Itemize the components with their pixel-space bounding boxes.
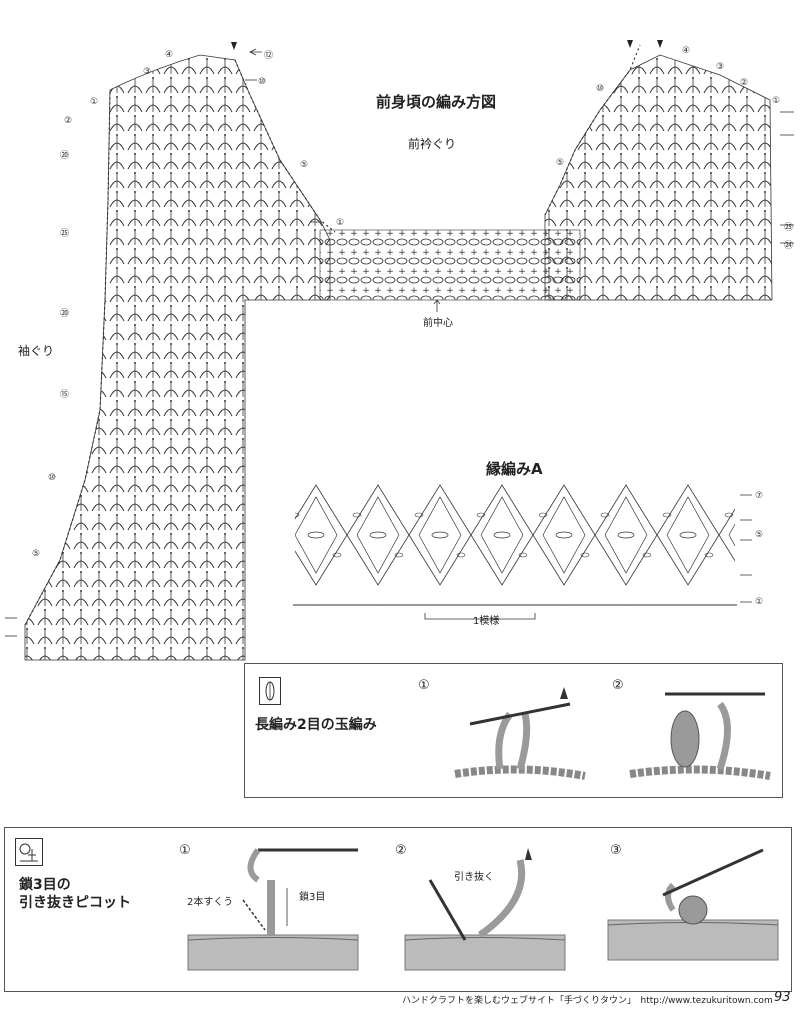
row-marker: ⑤ (755, 530, 764, 540)
edging-title: 縁編みA (486, 460, 543, 478)
row-marker: ⑳ (60, 309, 70, 319)
right-neck-edge (544, 44, 641, 216)
row-marker: ① (90, 97, 99, 107)
center-front-label: 前中心 (423, 318, 453, 329)
row-arrows (5, 48, 794, 637)
row-marker: ⑩ (258, 77, 267, 87)
step-number: ② (612, 678, 624, 693)
right-neck-marker-icon (627, 40, 663, 48)
row-marker: ① (336, 218, 345, 228)
page-number: 93 (774, 990, 791, 1005)
row-marker: ⑫ (264, 51, 274, 61)
repeat-label: 1模様 (473, 616, 500, 627)
right-piece-body (544, 54, 773, 301)
row-marker: ② (64, 116, 73, 126)
slip-label: 引き抜く (454, 872, 494, 883)
left-neck-edge (234, 59, 336, 233)
row-marker: ⑩ (48, 473, 57, 483)
row-marker: ⑮ (60, 390, 70, 400)
row-marker: ⑤ (32, 549, 41, 559)
chain3-label: 鎖3目 (299, 892, 326, 903)
armhole-label: 袖ぐり (18, 344, 55, 358)
front-body-title: 前身頃の編み方図 (376, 93, 497, 111)
picot-step1-illustration (187, 848, 359, 971)
step-number: ① (418, 678, 430, 693)
stitch-box-picot: 鎖3目の 引き抜きピコット ① 2本すくう 鎖3目 ② 引き抜く ③ (4, 827, 792, 992)
picot-stitch-name-line2: 引き抜きピコット (19, 895, 131, 911)
step-number: ① (179, 843, 191, 858)
neckline-label: 前衿ぐり (408, 137, 457, 151)
step-number: ② (395, 843, 407, 858)
row-marker: ④ (165, 50, 174, 60)
row-marker: ③ (143, 67, 152, 77)
step-number: ③ (610, 843, 622, 858)
edging-chart (293, 483, 752, 620)
row-marker: ㉕ (60, 229, 70, 239)
row-marker: ① (755, 597, 764, 607)
row-marker: ⑦ (755, 491, 764, 501)
row-marker: ⑤ (556, 158, 565, 168)
center-band (319, 229, 581, 301)
front-body-chart: + (5, 40, 794, 661)
row-marker: ③ (716, 62, 725, 72)
cluster-stitch-name: 長編み2目の玉編み (255, 717, 377, 733)
footer-text: ハンドクラフトを楽しむウェブサイト「手づくりタウン」 http://www.te… (402, 996, 773, 1006)
cluster-step1-illustration (454, 687, 586, 780)
row-marker: ⑤ (300, 160, 309, 170)
row-marker: ㉔ (784, 241, 794, 251)
row-marker: ④ (682, 46, 691, 56)
row-marker: ② (740, 78, 749, 88)
picot-stitch-name-line1: 鎖3目の (19, 877, 71, 893)
stitch-box-cluster: 長編み2目の玉編み ① ② (244, 663, 783, 798)
row-marker: ㉕ (784, 223, 794, 233)
left-neck-marker-icon (231, 42, 237, 50)
picot-step3-illustration (607, 848, 779, 961)
row-marker: ⑳ (60, 151, 70, 161)
row-marker: ⑩ (596, 84, 605, 94)
two-strands-label: 2本すくう (187, 897, 234, 908)
row-marker: ① (772, 96, 781, 106)
picot-step2-illustration (404, 848, 566, 971)
cluster-step2-illustration (629, 692, 771, 780)
picot-symbol-icon (15, 838, 43, 866)
cluster-symbol-icon (259, 677, 281, 705)
